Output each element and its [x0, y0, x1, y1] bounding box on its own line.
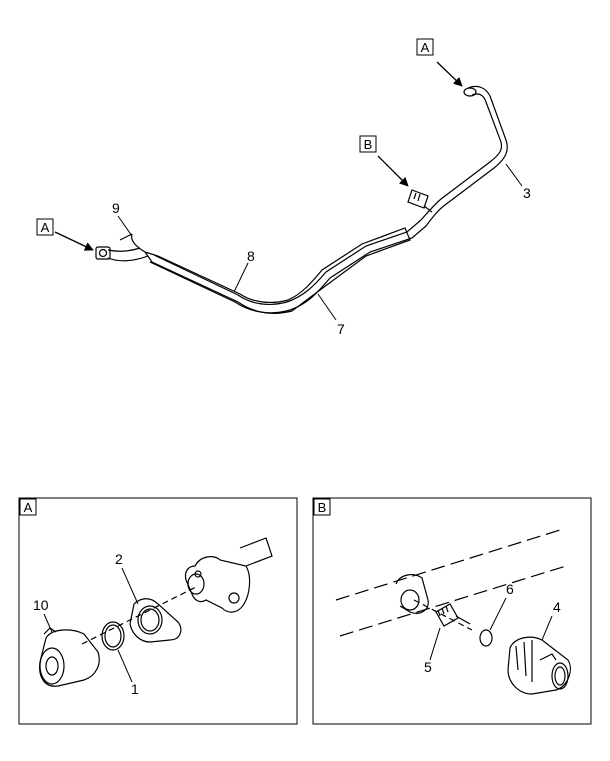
item-6: 6: [506, 581, 514, 597]
item-10: 10: [33, 597, 49, 613]
nut-10: [39, 629, 100, 687]
gasket-2: [129, 598, 182, 643]
item-9: 9: [112, 200, 120, 216]
arrow-b-top: [377, 155, 409, 187]
tube-9-b: [107, 233, 141, 252]
fitting-a-upper: [463, 87, 477, 97]
sleeve-8: [144, 227, 411, 314]
tube-boss: [395, 574, 429, 614]
item-5: 5: [424, 659, 432, 675]
valve-core-5: [435, 603, 459, 627]
item-4: 4: [553, 599, 561, 615]
fitting-b: [407, 189, 429, 209]
svg-text:A: A: [41, 220, 50, 235]
item-8: 8: [247, 248, 255, 264]
svg-text:A: A: [421, 40, 430, 55]
item-3: 3: [523, 185, 531, 201]
callout-a-upper: A: [416, 38, 434, 56]
svg-text:B: B: [318, 500, 327, 515]
fitting-a-left: [95, 246, 111, 260]
callout-b-top: B: [359, 135, 377, 153]
tube-3-upper-inner: [420, 93, 503, 221]
tube-assembly: [95, 85, 508, 314]
tube-3-lower-inner: [153, 219, 422, 305]
item-1: 1: [131, 681, 139, 697]
tube-3-lower: [149, 225, 427, 314]
item-2: 2: [115, 551, 123, 567]
callout-a-left: A: [36, 218, 54, 236]
arrow-a-upper: [436, 61, 463, 87]
svg-text:A: A: [24, 500, 33, 515]
o-ring-1: [101, 621, 125, 651]
flange-pipe: [239, 537, 273, 567]
detail-a-panel: A 2 10 1: [18, 497, 298, 725]
item-7: 7: [337, 321, 345, 337]
svg-text:B: B: [364, 137, 373, 152]
detail-b-panel: B 6 4 5: [312, 497, 592, 725]
o-ring-6: [479, 629, 493, 647]
tube-9: [107, 233, 149, 262]
arrow-a-left: [54, 231, 94, 251]
tube-3-upper: [425, 85, 508, 227]
